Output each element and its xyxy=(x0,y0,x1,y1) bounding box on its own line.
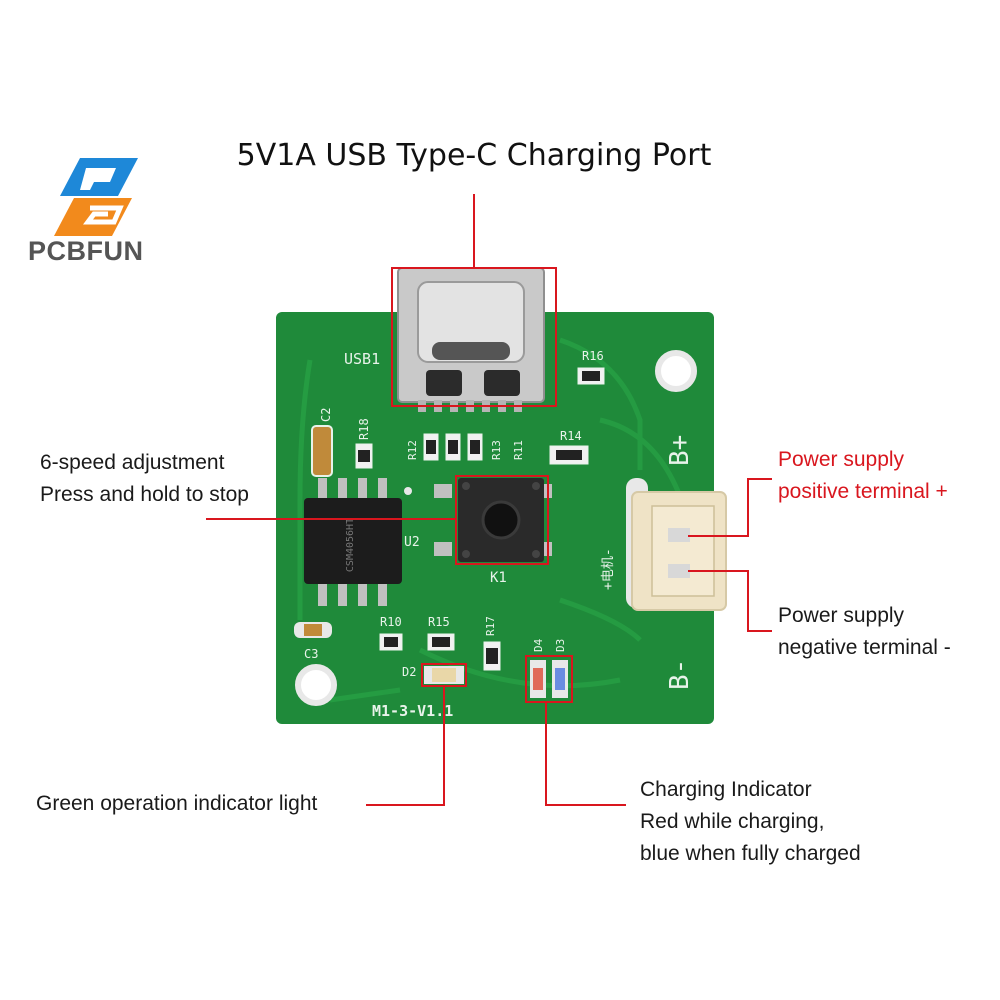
usb-c-connector xyxy=(397,267,545,412)
silk-connector-label: +电机- xyxy=(601,548,616,590)
callout-green-led-line1: Green operation indicator light xyxy=(36,792,318,815)
silk-r18: R18 xyxy=(357,418,371,440)
charging-led-highlight-box xyxy=(525,655,573,703)
silk-r17: R17 xyxy=(484,616,497,636)
silk-b-plus: B+ xyxy=(665,435,695,466)
callout-positive-line1: Power supply xyxy=(778,448,905,471)
silk-c3: C3 xyxy=(304,647,318,661)
silk-b-minus: B- xyxy=(665,659,695,690)
silk-u2: U2 xyxy=(404,535,420,550)
callout-green-led: Green operation indicator light xyxy=(36,788,317,820)
callout-charging-line1: Charging Indicator xyxy=(640,778,812,801)
silk-usb1: USB1 xyxy=(344,350,380,368)
silk-d3: D3 xyxy=(554,639,567,652)
brand-name: pcbfun xyxy=(28,236,144,266)
callout-speed-line2: Press and hold to stop xyxy=(40,483,249,506)
silk-r12: R12 xyxy=(406,440,419,460)
mounting-hole xyxy=(295,664,337,706)
callout-charging-line3: blue when fully charged xyxy=(640,842,861,865)
callout-speed: 6-speed adjustment Press and hold to sto… xyxy=(40,447,249,511)
silk-r11: R11 xyxy=(512,440,525,460)
brand-logo-icon xyxy=(54,158,138,236)
push-button-k1 xyxy=(434,478,552,562)
silk-r15: R15 xyxy=(428,615,450,629)
green-led xyxy=(424,666,464,684)
charging-leds xyxy=(530,660,568,698)
silk-r10: R10 xyxy=(380,615,402,629)
silk-r16: R16 xyxy=(582,349,604,363)
callout-speed-line1: 6-speed adjustment xyxy=(40,451,225,474)
page-title: 5V1A USB Type-C Charging Port xyxy=(236,138,712,173)
silk-d2: D2 xyxy=(402,665,416,679)
battery-connector xyxy=(626,478,727,611)
silk-r13: R13 xyxy=(490,440,503,460)
callout-charging: Charging Indicator Red while charging, b… xyxy=(640,774,861,870)
silk-d4: D4 xyxy=(532,638,545,652)
callout-negative-line1: Power supply xyxy=(778,604,905,627)
chip-marking: CSM4056HT xyxy=(345,518,356,572)
callout-lines xyxy=(206,194,772,806)
silk-r14: R14 xyxy=(560,429,582,443)
silk-version: M1-3-V1.1 xyxy=(372,702,453,720)
callout-positive-line2: positive terminal + xyxy=(778,480,948,503)
silk-c2: C2 xyxy=(319,408,333,422)
silk-k1: K1 xyxy=(490,570,507,586)
callout-positive: Power supply positive terminal + xyxy=(778,444,948,508)
mounting-hole xyxy=(655,350,697,392)
callout-charging-line2: Red while charging, xyxy=(640,810,825,833)
callout-negative-line2: negative terminal - xyxy=(778,636,951,659)
callout-negative: Power supply negative terminal - xyxy=(778,600,951,664)
